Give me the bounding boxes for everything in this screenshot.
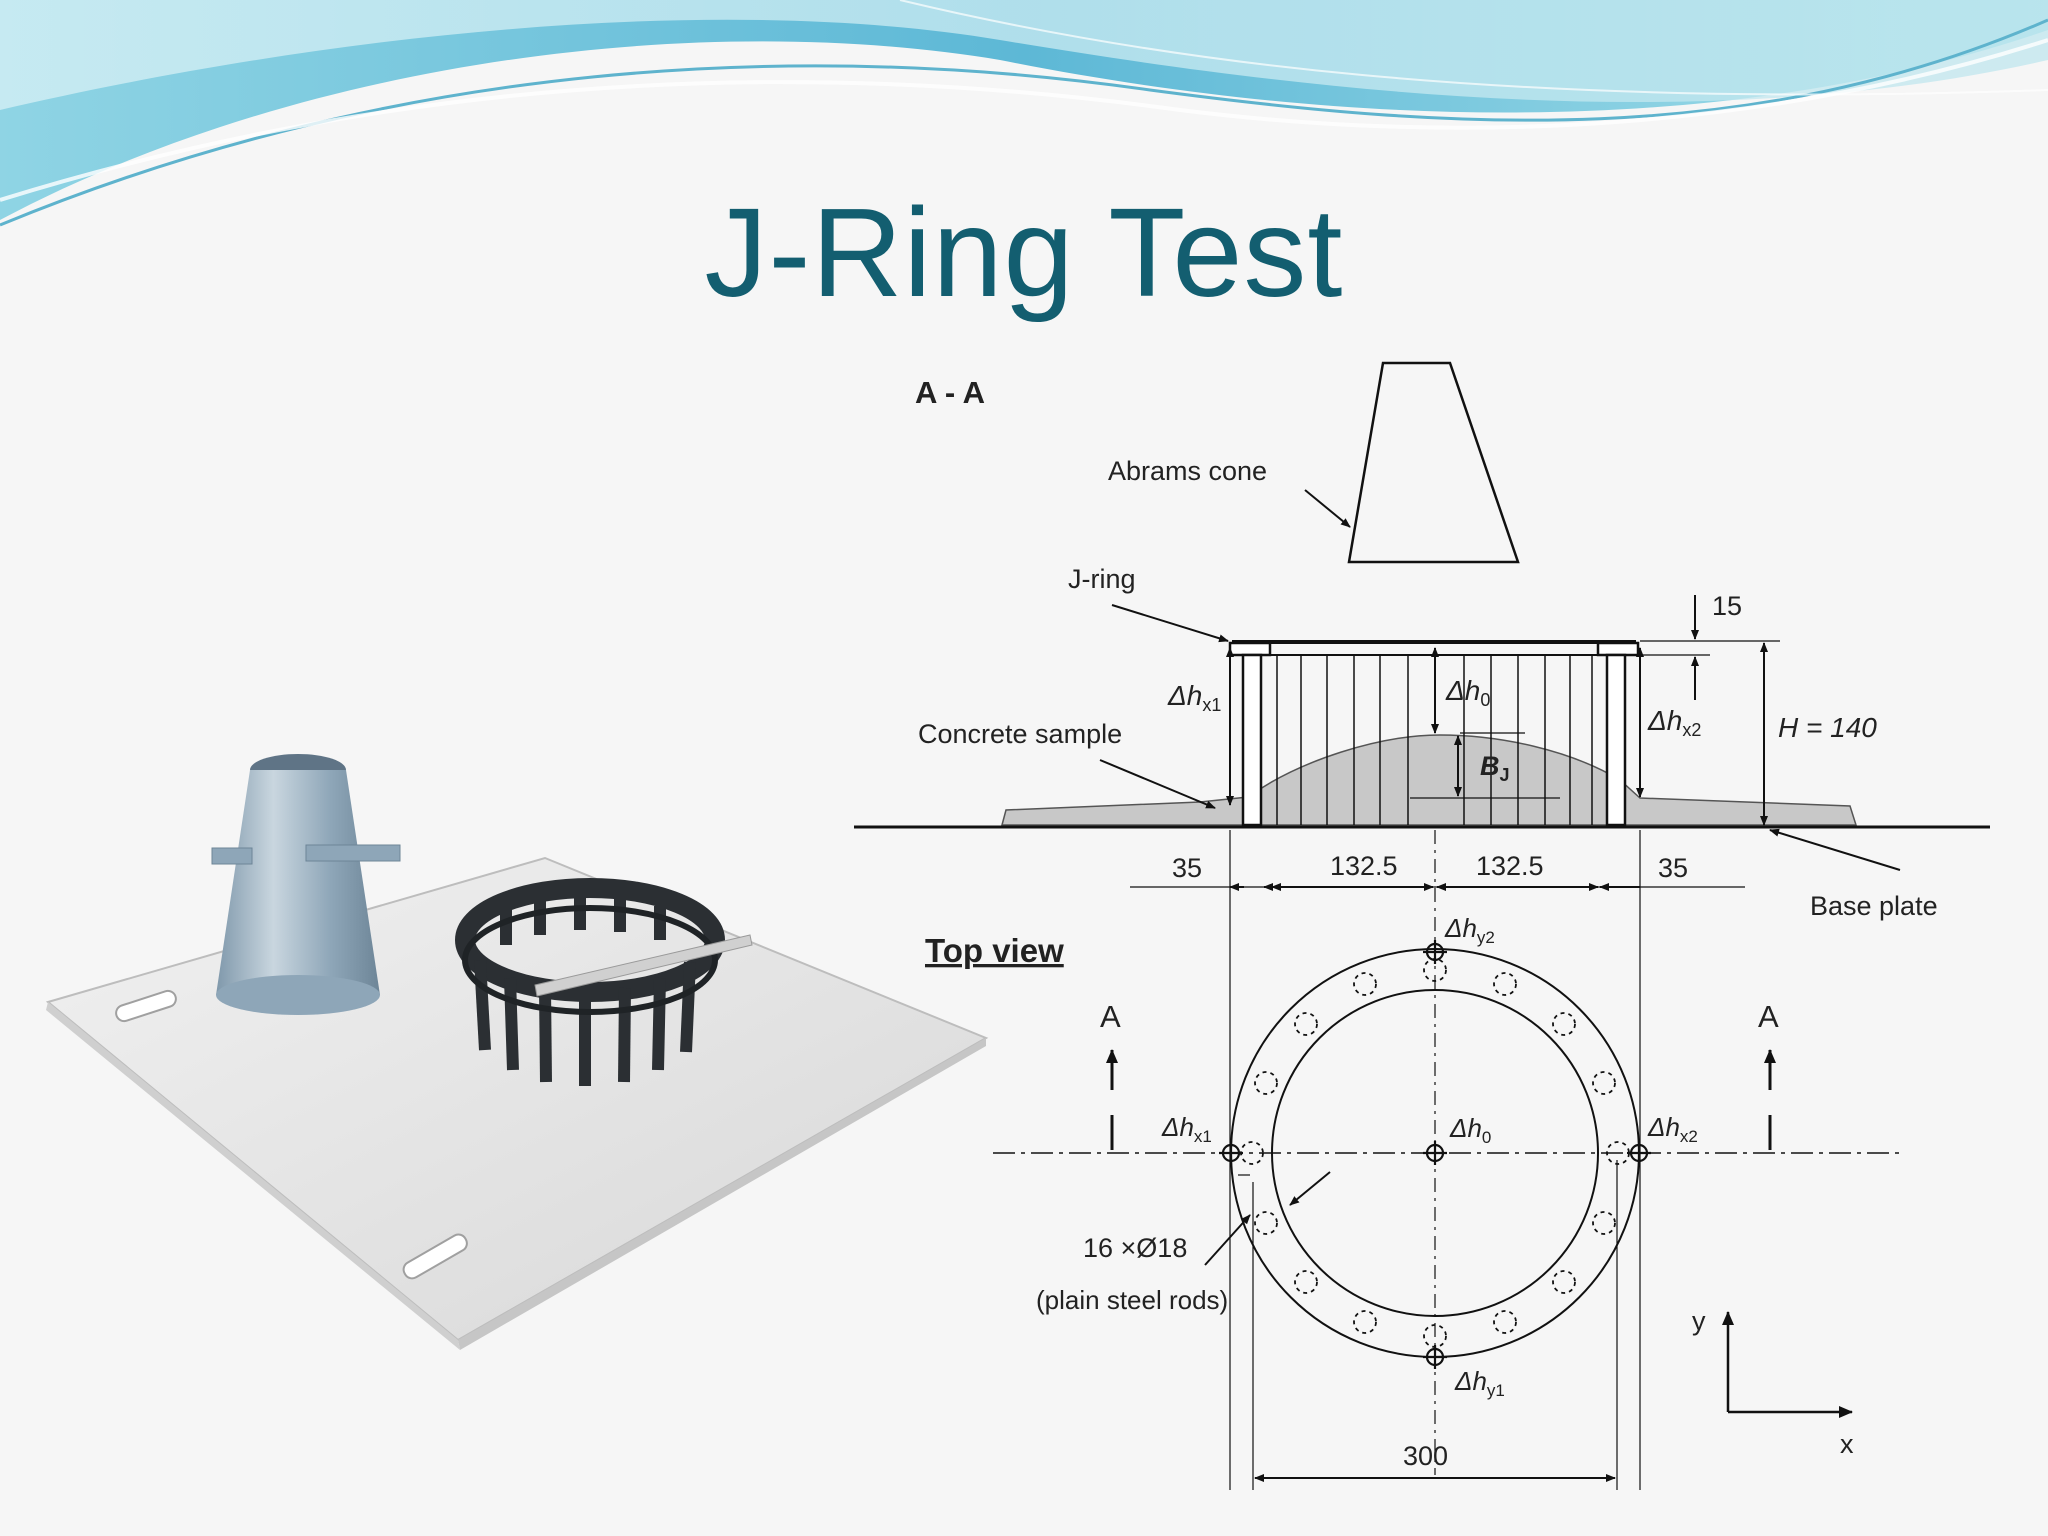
delta-h-x2-top-label: Δhx2 xyxy=(1647,1112,1698,1146)
rods-description-label: (plain steel rods) xyxy=(1036,1285,1228,1315)
delta-h-x1-section-label: Δhx1 xyxy=(1167,680,1221,715)
section-arrow-a-left: A xyxy=(1100,999,1121,1034)
dimension-300: 300 xyxy=(1403,1441,1448,1471)
dimension-35-left: 35 xyxy=(1172,853,1202,883)
slide-title: J-Ring Test xyxy=(704,182,1344,323)
axis-y-label: y xyxy=(1692,1306,1706,1336)
j-ring-technical-drawing: A - A Abrams cone J-ring xyxy=(854,361,1990,1490)
delta-h-0-section-label: Δh0 xyxy=(1445,675,1490,710)
j-ring-label: J-ring xyxy=(1068,564,1136,594)
delta-h-y2-top-label: Δhy2 xyxy=(1444,913,1495,947)
section-arrow-a-right: A xyxy=(1758,999,1779,1034)
delta-h-y1-top-label: Δhy1 xyxy=(1454,1366,1505,1400)
passing-ability-bj-label: BJ xyxy=(1480,751,1510,785)
top-view-label: Top view xyxy=(925,932,1064,969)
dimension-35-right: 35 xyxy=(1658,853,1688,883)
section-label: A - A xyxy=(915,375,985,410)
height-h-140: H = 140 xyxy=(1778,712,1877,743)
dimension-132-5-right: 132.5 xyxy=(1476,851,1544,881)
base-plate-label: Base plate xyxy=(1810,891,1938,921)
abrams-cone-shape xyxy=(1347,361,1520,564)
concrete-sample-label: Concrete sample xyxy=(918,719,1122,749)
abrams-cone-label: Abrams cone xyxy=(1108,456,1267,486)
axis-x-label: x xyxy=(1840,1429,1854,1459)
delta-h-x2-section-label: Δhx2 xyxy=(1647,705,1701,740)
j-ring-apparatus-photo xyxy=(45,754,989,1350)
rods-count-label: 16 ×Ø18 xyxy=(1083,1233,1187,1263)
header-wave-decoration xyxy=(0,0,2048,227)
measurement-points xyxy=(1219,940,1651,1369)
delta-h-0-top-label: Δh0 xyxy=(1449,1113,1491,1147)
dimension-132-5-left: 132.5 xyxy=(1330,851,1398,881)
delta-h-x1-top-label: Δhx1 xyxy=(1161,1112,1212,1146)
concrete-sample-shape xyxy=(1001,734,1858,826)
dimension-15: 15 xyxy=(1712,591,1742,621)
